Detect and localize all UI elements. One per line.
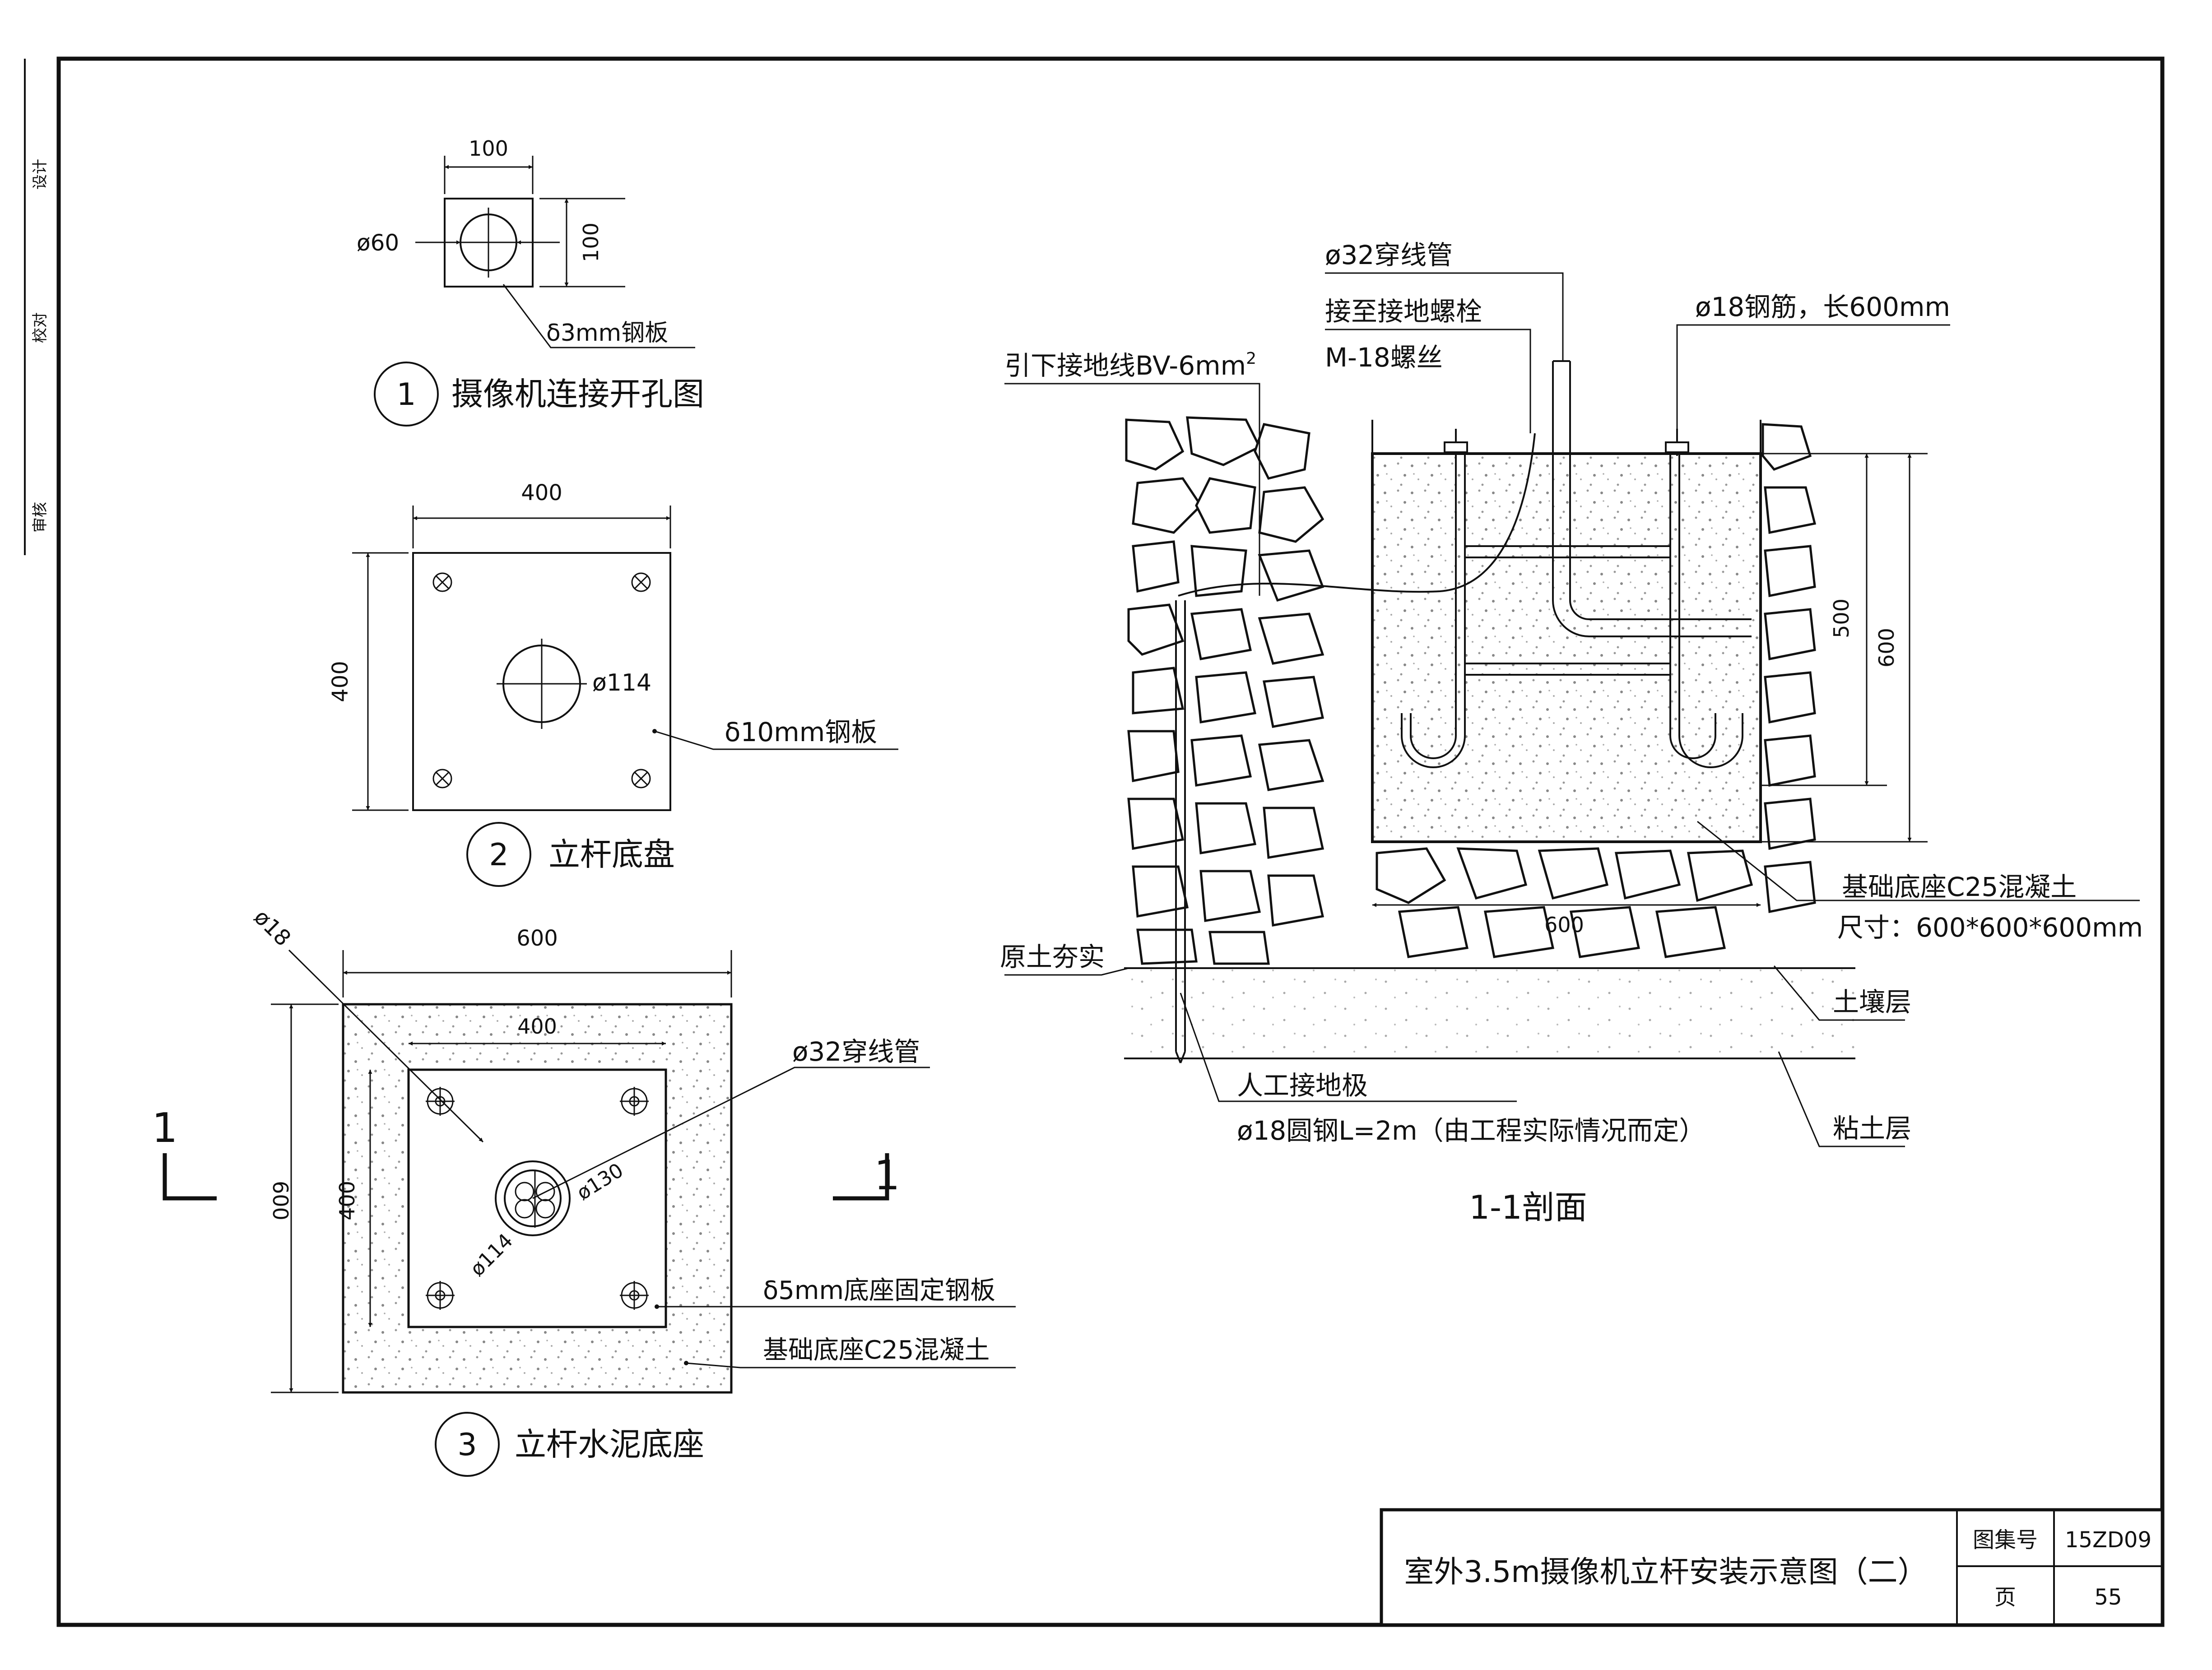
rebar-cage: [1401, 445, 1743, 768]
dim-outer-height: 600: [268, 1181, 293, 1220]
dim-width-400: 400: [521, 480, 562, 506]
downlead-wire: [1178, 433, 1536, 597]
dim-inner-width: 400: [517, 1014, 557, 1039]
anchor-holes: [432, 572, 651, 789]
section-mark-right: 1: [833, 1152, 900, 1201]
fixing-plate-400: [407, 1068, 667, 1328]
dim-height-100: 100: [579, 223, 603, 262]
conduit-pipe: [1552, 360, 1752, 637]
downlead-label: 引下接地线BV-6mm2: [1004, 349, 1256, 381]
detail-title: 立杆水泥底座: [515, 1426, 704, 1463]
page-number: 55: [2094, 1585, 2122, 1610]
clay-label: 粘土层: [1833, 1113, 1911, 1144]
detail-number: 2: [489, 837, 508, 873]
dim-outer-width: 600: [516, 926, 558, 951]
rammed-label: 原土夯实: [1000, 942, 1105, 972]
detail-3-concrete-base: 600 400 600 400 ø18 ø32穿线管 ø130 ø114 δ5m…: [152, 905, 1016, 1477]
detail-number-circle: [374, 362, 439, 427]
section-title: 1-1剖面: [1469, 1188, 1587, 1226]
margin-text-1: 审核: [31, 502, 49, 533]
electrode-label-2: ø18圆钢L=2m（由工程实际情况而定）: [1237, 1115, 1705, 1146]
ground-bolt-label-1: 接至接地螺栓: [1325, 296, 1482, 327]
base-label-1: 基础底座C25混凝土: [1842, 872, 2077, 902]
dim-inner-height: 400: [335, 1181, 359, 1220]
conduit-label: ø32穿线管: [1325, 240, 1453, 270]
detail-number-circle: [466, 822, 531, 887]
svg-text:1: 1: [874, 1152, 900, 1199]
detail-title: 立杆底盘: [548, 836, 675, 873]
section-mark-left: 1: [152, 1104, 217, 1201]
conduit-ring: [495, 1160, 571, 1236]
detail-number: 3: [457, 1427, 477, 1463]
foundation-bolts: [1444, 429, 1689, 456]
concrete-label: 基础底座C25混凝土: [763, 1336, 990, 1365]
plate-400: [412, 552, 671, 811]
margin-signatures: 审核 校对 设计: [31, 159, 49, 533]
detail-2-base-plate: 400 400 ø114 δ10mm钢板 2 立杆底盘: [328, 480, 898, 887]
svg-text:1: 1: [152, 1104, 177, 1152]
dim-600-horizontal: 600: [1544, 913, 1584, 937]
soil-label: 土壤层: [1833, 987, 1911, 1017]
electrode-label-1: 人工接地极: [1237, 1070, 1368, 1101]
base-label-2: 尺寸：600*600*600mm: [1837, 912, 2143, 943]
dim-width-100: 100: [469, 136, 508, 161]
detail-title: 摄像机连接开孔图: [451, 376, 704, 413]
detail-1-camera-plate: 100 100 ø60 δ3mm钢板 1 摄像机连接开孔图: [357, 136, 704, 427]
title-block: 室外3.5m摄像机立杆安装示意图（二） 图集号 15ZD09 页 55: [1380, 1508, 2164, 1627]
page-label: 页: [1994, 1585, 2016, 1610]
plate-label: δ3mm钢板: [546, 320, 668, 347]
dim-height-400: 400: [328, 661, 353, 702]
soil-layer: [1124, 968, 1855, 1058]
rebar-label: ø18钢筋，长600mm: [1695, 292, 1950, 322]
conduit-label: ø32穿线管: [792, 1036, 920, 1067]
hole-label: ø60: [357, 230, 399, 256]
atlas-label: 图集号: [1973, 1527, 2038, 1553]
sheet-border: [56, 56, 2165, 1627]
detail-number: 1: [396, 377, 416, 413]
ground-electrode: [1175, 600, 1186, 1063]
margin-text-3: 设计: [31, 159, 49, 190]
rubble-stones: [1125, 416, 1817, 965]
bolt-label: ø18: [249, 905, 296, 951]
drawing-title: 室外3.5m摄像机立杆安装示意图（二）: [1404, 1554, 1927, 1589]
concrete-foundation: [1371, 452, 1762, 843]
plate-label: δ10mm钢板: [725, 717, 877, 747]
margin-text-2: 校对: [31, 312, 49, 343]
dim-600-vertical: 600: [1874, 628, 1899, 668]
hole-label: ø114: [592, 669, 651, 696]
ground-bolt-label-2: M-18螺丝: [1325, 342, 1443, 373]
atlas-number: 15ZD09: [2065, 1527, 2152, 1553]
detail-number-circle: [435, 1412, 500, 1477]
anchor-bolts: [426, 1087, 649, 1310]
dim-500: 500: [1829, 598, 1854, 638]
plate-label: δ5mm底座固定钢板: [763, 1276, 995, 1305]
section-1-1: ø32穿线管 接至接地螺栓 M-18螺丝 ø18钢筋，长600mm 引下接地线B…: [1000, 240, 2143, 1226]
